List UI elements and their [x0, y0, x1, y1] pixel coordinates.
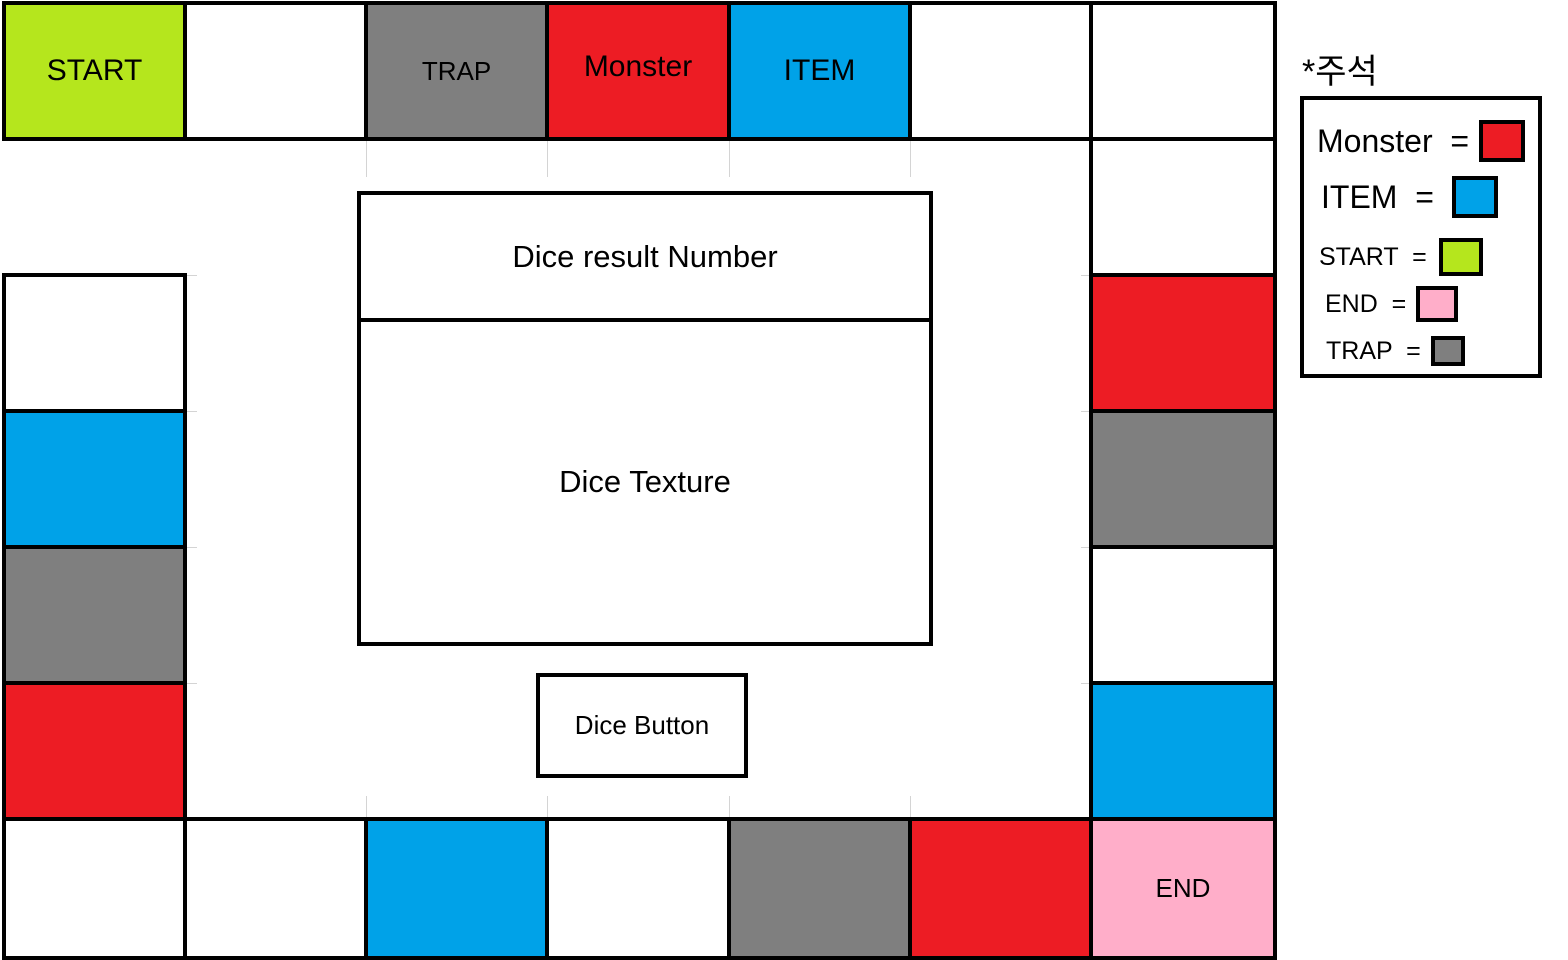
tile-label: START [46, 54, 143, 87]
tile-trap [1089, 409, 1277, 549]
tile-empty [183, 1, 368, 141]
dice-texture-panel: Dice Texture [357, 318, 933, 646]
legend-label: END = [1325, 289, 1407, 318]
tile-monster [2, 681, 187, 821]
dice-button[interactable]: Dice Button [536, 673, 748, 778]
tile-empty [908, 1, 1093, 141]
grid-guide [1081, 683, 1091, 684]
tile-empty [1089, 137, 1277, 277]
tile-empty [1089, 545, 1277, 685]
legend-label: ITEM = [1321, 178, 1434, 215]
legend-item-monster: Monster = [1317, 120, 1526, 162]
grid-guide [547, 796, 548, 832]
dice-button-label: Dice Button [574, 710, 710, 740]
grid-guide [187, 411, 197, 412]
dice-result-label: Dice result Number [512, 238, 778, 274]
tile-monster [1089, 273, 1277, 413]
legend-panel: Monster = ITEM = START = END = TRAP = [1300, 96, 1542, 378]
tile-item: ITEM [727, 1, 912, 141]
tile-empty [2, 273, 187, 413]
legend-label: START = [1319, 242, 1427, 271]
grid-guide [187, 275, 197, 276]
dice-result-panel: Dice result Number [357, 191, 933, 322]
dice-texture-label: Dice Texture [559, 464, 731, 499]
legend-item-item: ITEM = [1321, 176, 1498, 218]
legend-swatch [1416, 286, 1459, 322]
legend-swatch [1479, 120, 1526, 162]
grid-guide [729, 141, 730, 177]
legend-label: Monster = [1317, 122, 1470, 159]
tile-empty [1089, 1, 1277, 141]
tile-label: Monster [583, 50, 693, 83]
tile-label: ITEM [783, 54, 856, 87]
grid-guide [1081, 411, 1091, 412]
grid-guide [1081, 275, 1091, 276]
tile-item [364, 817, 549, 960]
tile-item [2, 409, 187, 549]
grid-guide [729, 796, 730, 832]
legend-item-start: START = [1319, 238, 1483, 276]
grid-guide [1081, 547, 1091, 548]
legend-label: TRAP = [1326, 336, 1421, 365]
legend-item-end: END = [1325, 286, 1459, 322]
legend-item-trap: TRAP = [1326, 336, 1465, 366]
grid-guide [366, 141, 367, 177]
legend-title: *주석 [1302, 53, 1378, 91]
tile-trap: TRAP [364, 1, 549, 141]
tile-start: START [2, 1, 187, 141]
tile-label: END [1155, 873, 1211, 903]
grid-guide [547, 141, 548, 177]
tile-empty [2, 817, 187, 960]
tile-monster [908, 817, 1093, 960]
tile-monster: Monster [545, 1, 731, 141]
legend-swatch [1430, 336, 1465, 366]
legend-swatch [1438, 238, 1483, 276]
tile-trap [727, 817, 912, 960]
tile-end: END [1089, 817, 1277, 960]
game-board: START TRAP Monster ITEM END [2, 1, 1277, 960]
tile-item [1089, 681, 1277, 821]
grid-guide [187, 683, 197, 684]
tile-trap [2, 545, 187, 685]
grid-guide [366, 796, 367, 832]
grid-guide [187, 547, 197, 548]
grid-guide [910, 141, 911, 177]
tile-empty [183, 817, 368, 960]
grid-guide [910, 796, 911, 832]
legend-swatch [1451, 176, 1498, 218]
tile-label: TRAP [421, 55, 492, 86]
tile-empty [545, 817, 731, 960]
